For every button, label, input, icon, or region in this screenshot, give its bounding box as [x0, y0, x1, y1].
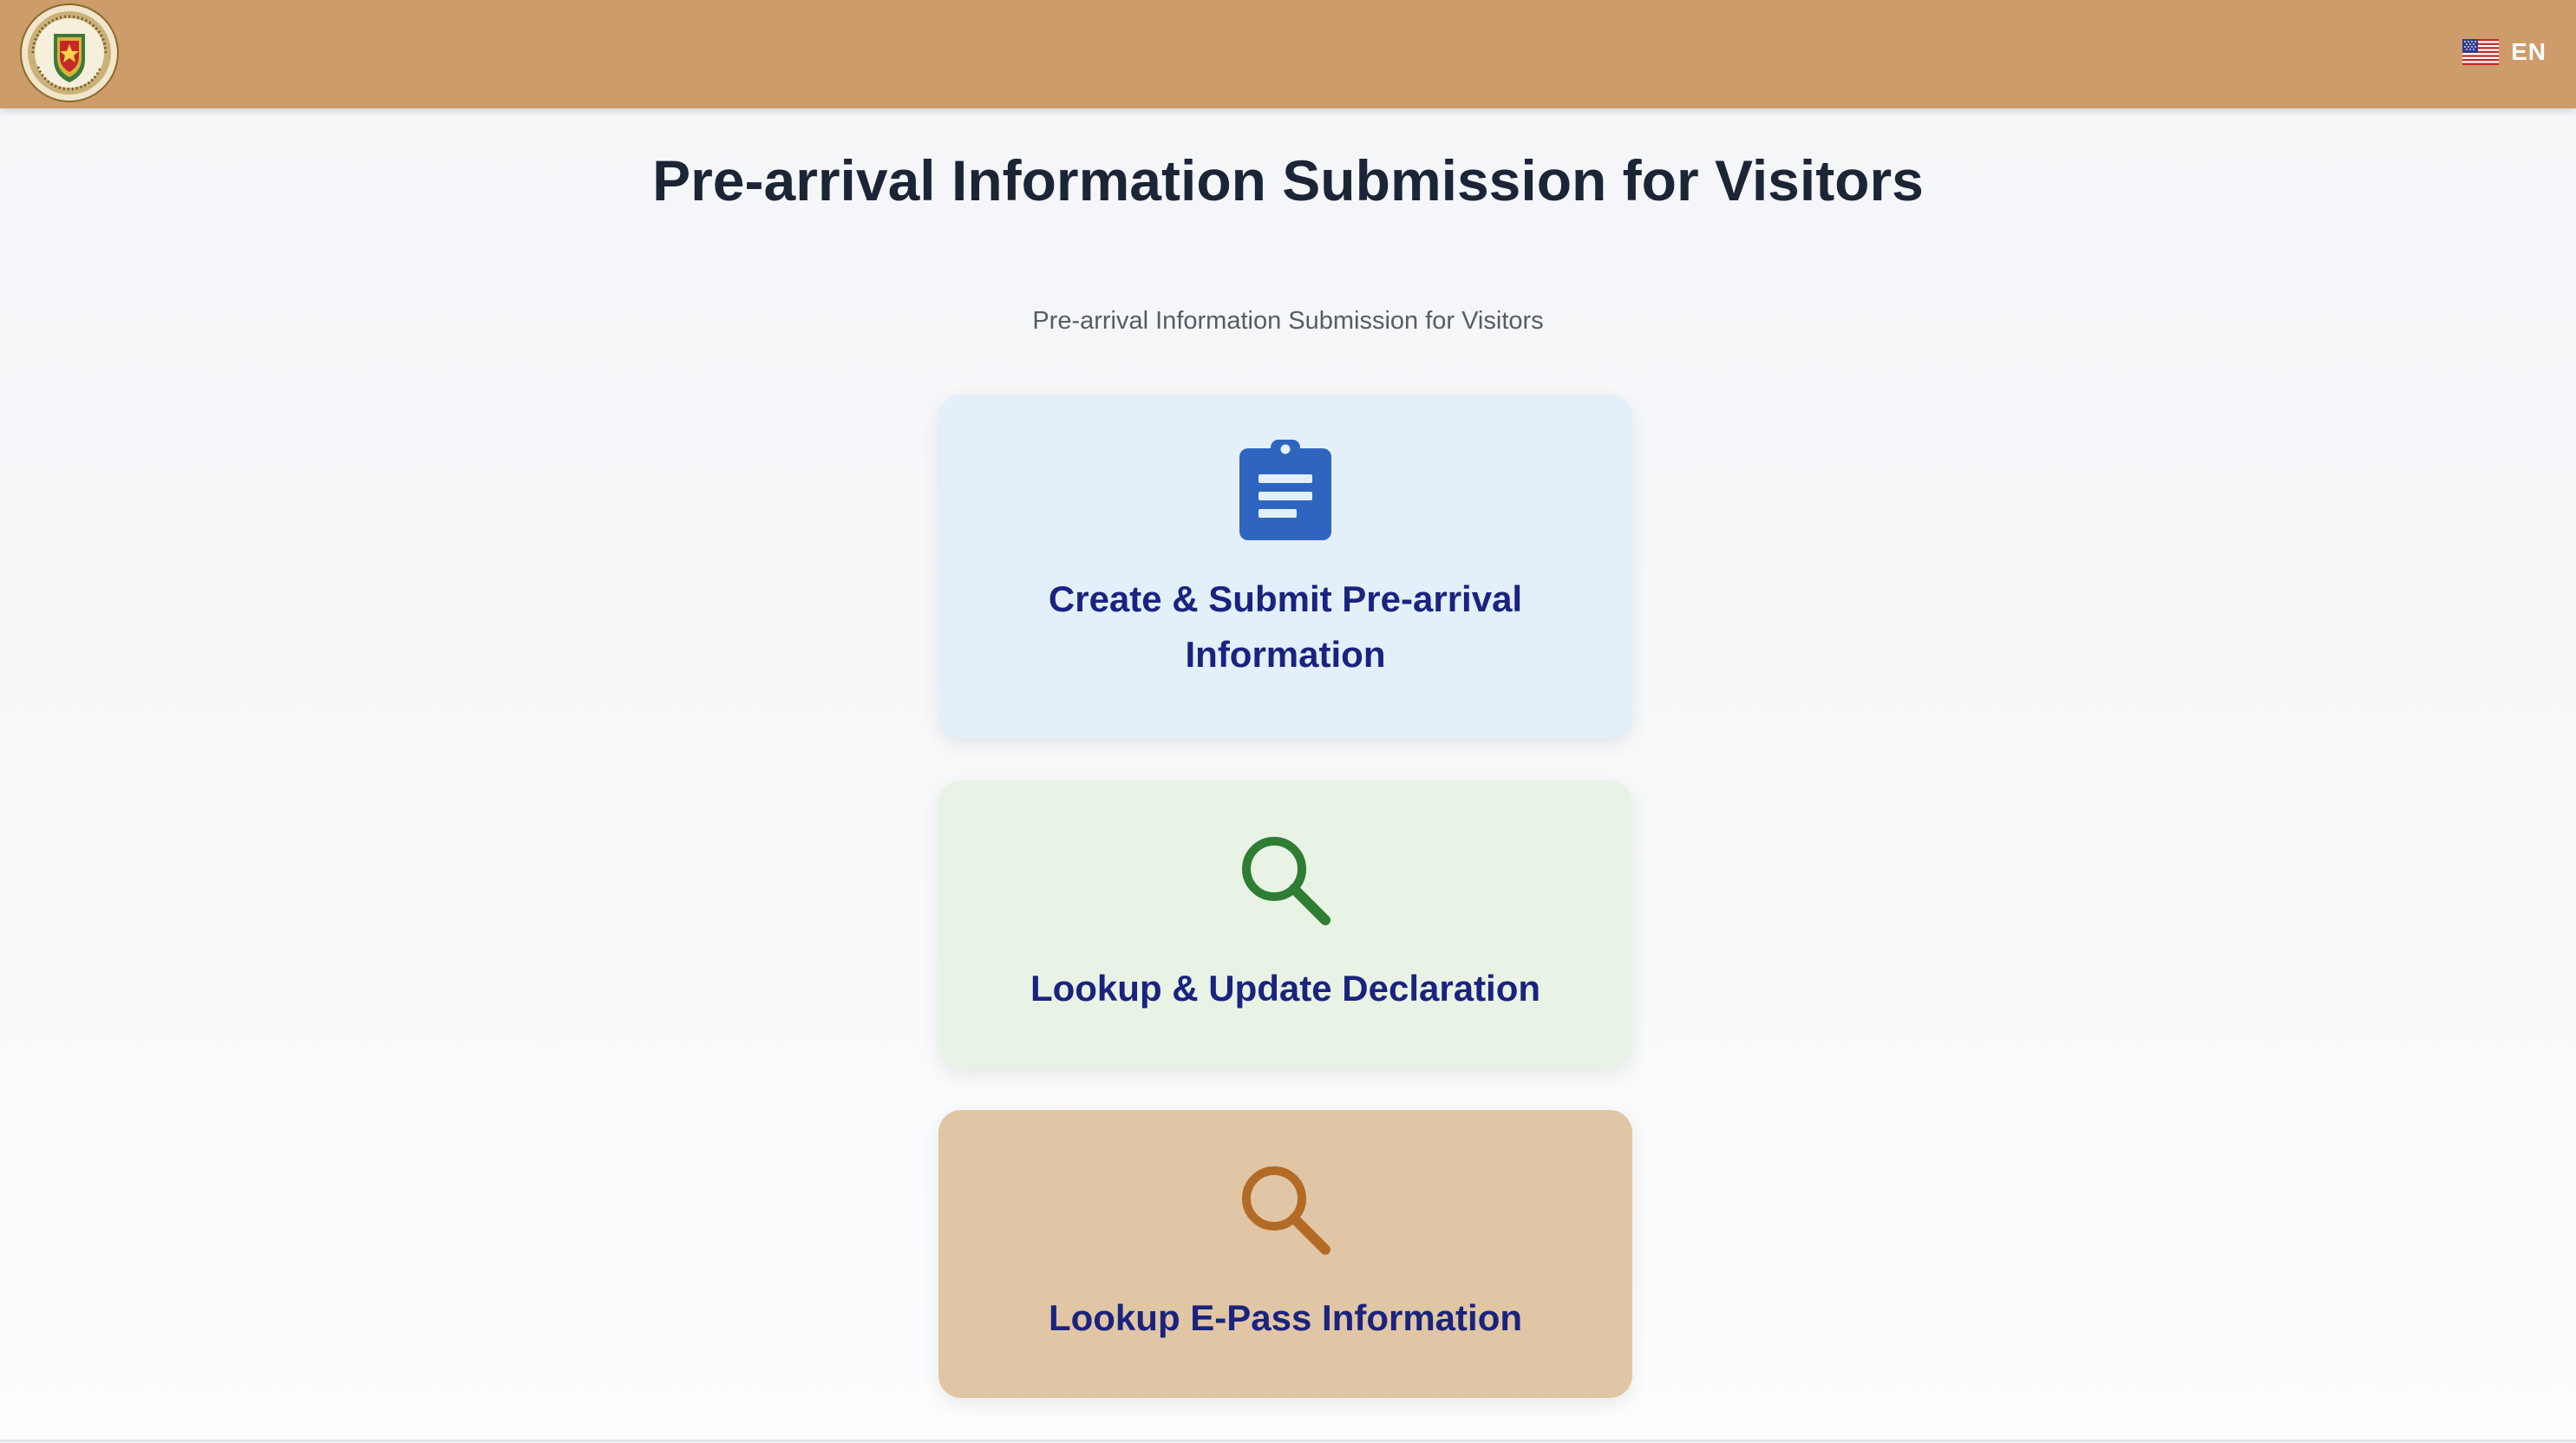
- us-flag-icon: [2462, 39, 2500, 65]
- create-submit-card[interactable]: Create & Submit Pre-arrival Information: [938, 395, 1632, 738]
- language-code: EN: [2511, 38, 2547, 65]
- lookup-update-card[interactable]: Lookup & Update Declaration: [938, 780, 1632, 1068]
- lookup-epass-label: Lookup E-Pass Information: [1048, 1297, 1523, 1338]
- search-icon: [1242, 837, 1330, 925]
- create-submit-label: Create & Submit Pre-arrival Information: [1048, 578, 1523, 675]
- page-title: Pre-arrival Information Submission for V…: [652, 148, 1924, 212]
- lookup-update-label: Lookup & Update Declaration: [1030, 968, 1541, 1009]
- clipboard-icon: [1239, 440, 1331, 540]
- search-icon: [1242, 1166, 1330, 1255]
- language-selector[interactable]: EN: [2462, 35, 2547, 69]
- footer-divider: [0, 1440, 2576, 1442]
- lookup-epass-card[interactable]: Lookup E-Pass Information: [938, 1110, 1632, 1398]
- page-subtitle: Pre-arrival Information Submission for V…: [1032, 307, 1544, 335]
- immigration-emblem-logo[interactable]: [19, 3, 120, 103]
- top-header-bar: EN: [0, 0, 2576, 108]
